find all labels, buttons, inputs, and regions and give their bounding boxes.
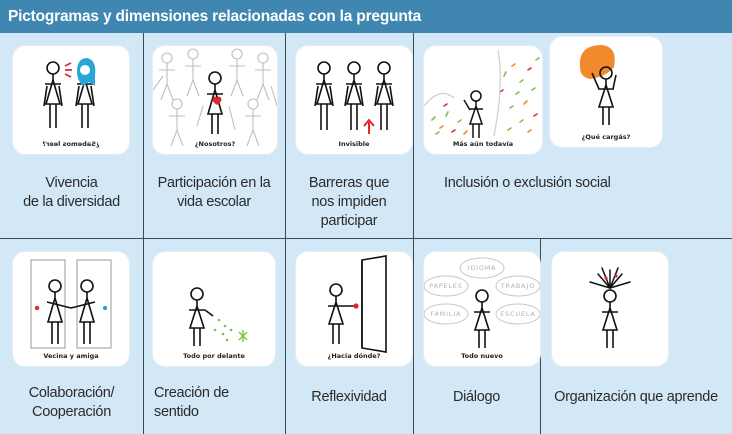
dimension-label-learning: Organización que aprende	[554, 389, 718, 405]
grid-divider	[0, 238, 732, 239]
grid-divider	[413, 33, 414, 434]
card-caption: Vecina y amiga	[43, 352, 99, 360]
two-women-speech-icon	[43, 58, 96, 128]
pictogram-card-collaboration: Vecina y amiga	[13, 252, 129, 366]
dimension-label-reflexivity: Reflexividad	[311, 389, 387, 405]
grid-divider	[540, 238, 541, 434]
pictogram-card-dialogue: IDIOMA PAPELES TRABAJO FAMILIA ESCUELA T…	[424, 252, 540, 366]
grid-divider	[285, 33, 286, 434]
pictogram-card-inclusion: Más aún todavía	[424, 46, 542, 154]
card-caption: ¿Qué cargás?	[581, 133, 631, 141]
pictogram-card-barriers: Invisible	[296, 46, 412, 154]
dimension-label-sense: Creación de sentido	[154, 385, 229, 420]
pictogram-card-learning	[552, 252, 668, 366]
card-caption: ¿Nosotros?	[194, 140, 236, 148]
card-caption: Todo nuevo	[461, 352, 503, 360]
dimension-label-barriers: Barreras que nos impiden participar	[308, 175, 390, 229]
three-women-arrow-icon	[314, 61, 394, 134]
pictogram-card-diversity: ¿Sabemos leer?	[13, 46, 129, 154]
woman-seeds-icon	[188, 287, 248, 346]
pictogram-card-participation: ¿Nosotros?	[153, 46, 277, 154]
panel-title: Pictogramas y dimensiones relacionadas c…	[0, 0, 732, 33]
woman-door-icon	[327, 255, 387, 353]
mind-explosion-icon	[589, 267, 631, 348]
grid-divider	[143, 33, 144, 434]
card-caption: Todo por delante	[183, 352, 245, 360]
pictogram-card-sense: Todo por delante	[153, 252, 275, 366]
bubble-label: IDIOMA	[468, 265, 497, 272]
pictogram-card-load: ¿Qué cargás?	[550, 37, 662, 147]
bubble-label: ESCUELA	[500, 311, 535, 318]
confetti-woman-icon	[424, 49, 540, 138]
dimension-label-participation: Participación en la vida escolar	[157, 175, 271, 210]
card-caption: ¿Sabemos leer?	[42, 140, 100, 148]
word-bubbles-icon: IDIOMA PAPELES TRABAJO FAMILIA ESCUELA	[424, 257, 540, 348]
bubble-label: TRABAJO	[500, 283, 535, 290]
two-women-door-icon	[30, 259, 112, 349]
card-caption: ¿Hacia dónde?	[327, 352, 381, 360]
woman-carrying-load-icon	[579, 45, 617, 125]
dimension-label-dialogue: Diálogo	[452, 389, 501, 405]
crowd-heart-icon	[153, 48, 277, 147]
bubble-label: PAPELES	[429, 283, 463, 290]
card-caption: Invisible	[338, 140, 370, 148]
card-caption: Más aún todavía	[452, 140, 514, 148]
dimension-label-diversity: Vivencia de la diversidad	[23, 175, 120, 210]
bubble-label: FAMILIA	[431, 311, 462, 318]
dimension-label-collaboration: Colaboración/ Cooperación	[28, 385, 115, 420]
pictogram-card-reflexivity: ¿Hacia dónde?	[296, 252, 412, 366]
dimension-label-inclusion: Inclusión o exclusión social	[444, 175, 611, 191]
